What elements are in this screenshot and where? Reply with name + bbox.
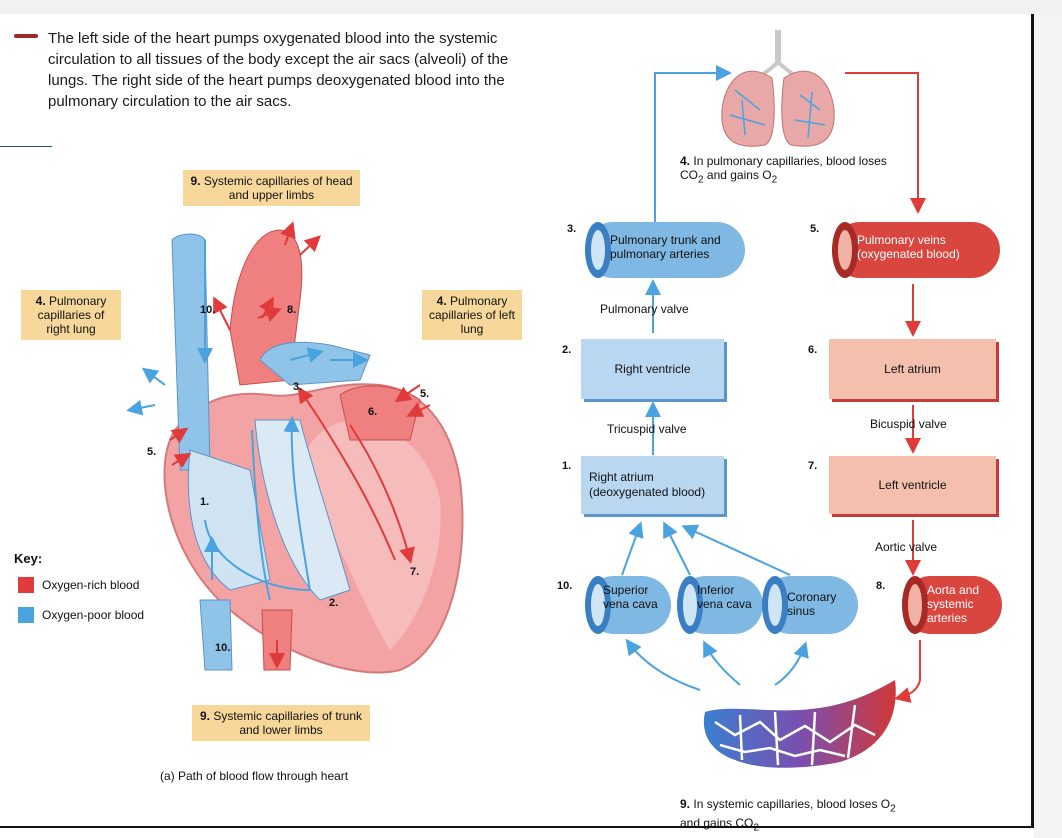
step-text-mid: and gains O xyxy=(703,168,772,182)
box-right-atrium: Right atrium (deoxygenated blood) xyxy=(581,456,724,514)
pipe-pulm-trunk-label: Pulmonary trunk and pulmonary arteries xyxy=(610,233,721,261)
num-pulm-veins: 5. xyxy=(810,223,820,235)
pipe-superior-vena-cava-shape xyxy=(585,576,671,634)
label-text: Systemic capillaries of trunk and lower … xyxy=(213,709,363,737)
step-text-mid: and gains CO xyxy=(680,816,754,831)
pipe-aorta-shape xyxy=(902,576,1002,634)
step-text: In systemic capillaries, blood loses O xyxy=(693,797,891,811)
right-atrium-interior xyxy=(187,449,271,591)
label-num: 9. xyxy=(190,174,201,188)
key-title: Key: xyxy=(14,551,43,566)
intro-paragraph: The left side of the heart pumps oxygena… xyxy=(48,30,509,110)
step-sub: 2 xyxy=(771,174,778,186)
num-left-atrium: 6. xyxy=(808,344,818,356)
box-right-ventricle: Right ventricle xyxy=(581,339,724,399)
label-num: 4. xyxy=(35,294,46,308)
label-num: 9. xyxy=(199,709,210,723)
marker-3: 3. xyxy=(293,381,303,393)
label-text: Systemic capillaries of head and upper l… xyxy=(203,174,353,202)
key-label-oxygen-rich: Oxygen-rich blood xyxy=(42,578,140,592)
pipe-inferior-vena-cava-shape xyxy=(677,576,763,634)
pipe-superior-vena-cava-label: Superior vena cava xyxy=(603,583,658,611)
label-aortic-valve: Aortic valve xyxy=(875,540,938,554)
figure-caption: (a) Path of blood flow through heart xyxy=(160,769,349,783)
box-left-ventricle: Left ventricle xyxy=(829,456,996,514)
num-veins: 10. xyxy=(557,580,573,592)
num-aorta: 8. xyxy=(876,580,886,592)
step-systemic-capillaries: 9. In systemic capillaries, blood loses … xyxy=(680,797,910,836)
label-pulm-left: 4. Pulmonary capillaries of left lung xyxy=(422,290,522,340)
vena-cava-superior-shape xyxy=(171,233,211,471)
step-sub: 2 xyxy=(753,822,759,834)
pipe-inferior-vena-cava-label: Inferior vena cava xyxy=(697,583,752,611)
label-text: Pulmonary capillaries of left lung xyxy=(428,294,516,336)
label-pulmonary-valve: Pulmonary valve xyxy=(600,302,689,316)
label-text: Pulmonary capillaries of right lung xyxy=(37,294,107,336)
step-num: 4. xyxy=(680,154,691,168)
step-sub: 2 xyxy=(698,174,704,186)
pipe-coronary-sinus-label: Coronary sinus xyxy=(787,590,837,618)
vena-cava-inferior-shape xyxy=(199,599,233,671)
step-num: 9. xyxy=(680,797,691,811)
lungs-illustration xyxy=(721,30,835,147)
marker-5-right: 5. xyxy=(420,388,430,400)
step-pulmonary-capillaries: 4. In pulmonary capillaries, blood loses… xyxy=(680,154,900,187)
heart-shading xyxy=(300,420,441,650)
label-systemic-head: 9. Systemic capillaries of head and uppe… xyxy=(183,170,360,206)
window-right-strip xyxy=(1034,14,1062,838)
label-bicuspid-valve: Bicuspid valve xyxy=(870,417,947,431)
label-tricuspid-valve: Tricuspid valve xyxy=(607,422,687,436)
num-pulm-trunk: 3. xyxy=(567,223,577,235)
label-num: 4. xyxy=(436,294,447,308)
key-swatch-oxygen-rich xyxy=(18,577,34,593)
pipe-pulm-trunk-shape xyxy=(585,222,745,278)
window-top-strip xyxy=(0,0,1062,14)
step-sub: 2 xyxy=(890,803,896,815)
step-text: In pulmonary capillaries, blood loses CO xyxy=(680,154,887,182)
label-pulm-right: 4. Pulmonary capillaries of right lung xyxy=(21,290,121,340)
num-left-ventricle: 7. xyxy=(808,460,818,472)
pipe-coronary-sinus-shape xyxy=(762,576,858,634)
marker-1: 1. xyxy=(200,496,210,508)
box-left-atrium: Left atrium xyxy=(829,339,996,399)
marker-7: 7. xyxy=(410,566,420,578)
label-systemic-trunk: 9. Systemic capillaries of trunk and low… xyxy=(192,705,370,741)
key-label-oxygen-poor: Oxygen-poor blood xyxy=(42,608,145,622)
figure-frame xyxy=(0,14,1034,828)
marker-10-bottom: 10. xyxy=(215,642,231,654)
marker-10-top: 10. xyxy=(200,304,216,316)
marker-8: 8. xyxy=(287,304,297,316)
key-swatch-oxygen-poor xyxy=(18,607,34,623)
marker-5-left: 5. xyxy=(147,446,157,458)
num-right-ventricle: 2. xyxy=(562,344,572,356)
num-right-atrium: 1. xyxy=(562,460,572,472)
intro-bullet-bar xyxy=(14,34,38,38)
pipe-aorta-label: Aorta and systemic arteries xyxy=(927,583,980,625)
marker-6: 6. xyxy=(368,406,378,418)
marker-2: 2. xyxy=(329,597,339,609)
pipe-pulm-veins-shape xyxy=(832,222,1000,278)
divider-stub xyxy=(0,146,52,147)
capillary-bed-illustration xyxy=(703,680,896,768)
right-ventricle-interior xyxy=(254,419,351,601)
pipe-pulm-veins-label: Pulmonary veins (oxygenated blood) xyxy=(857,233,960,261)
